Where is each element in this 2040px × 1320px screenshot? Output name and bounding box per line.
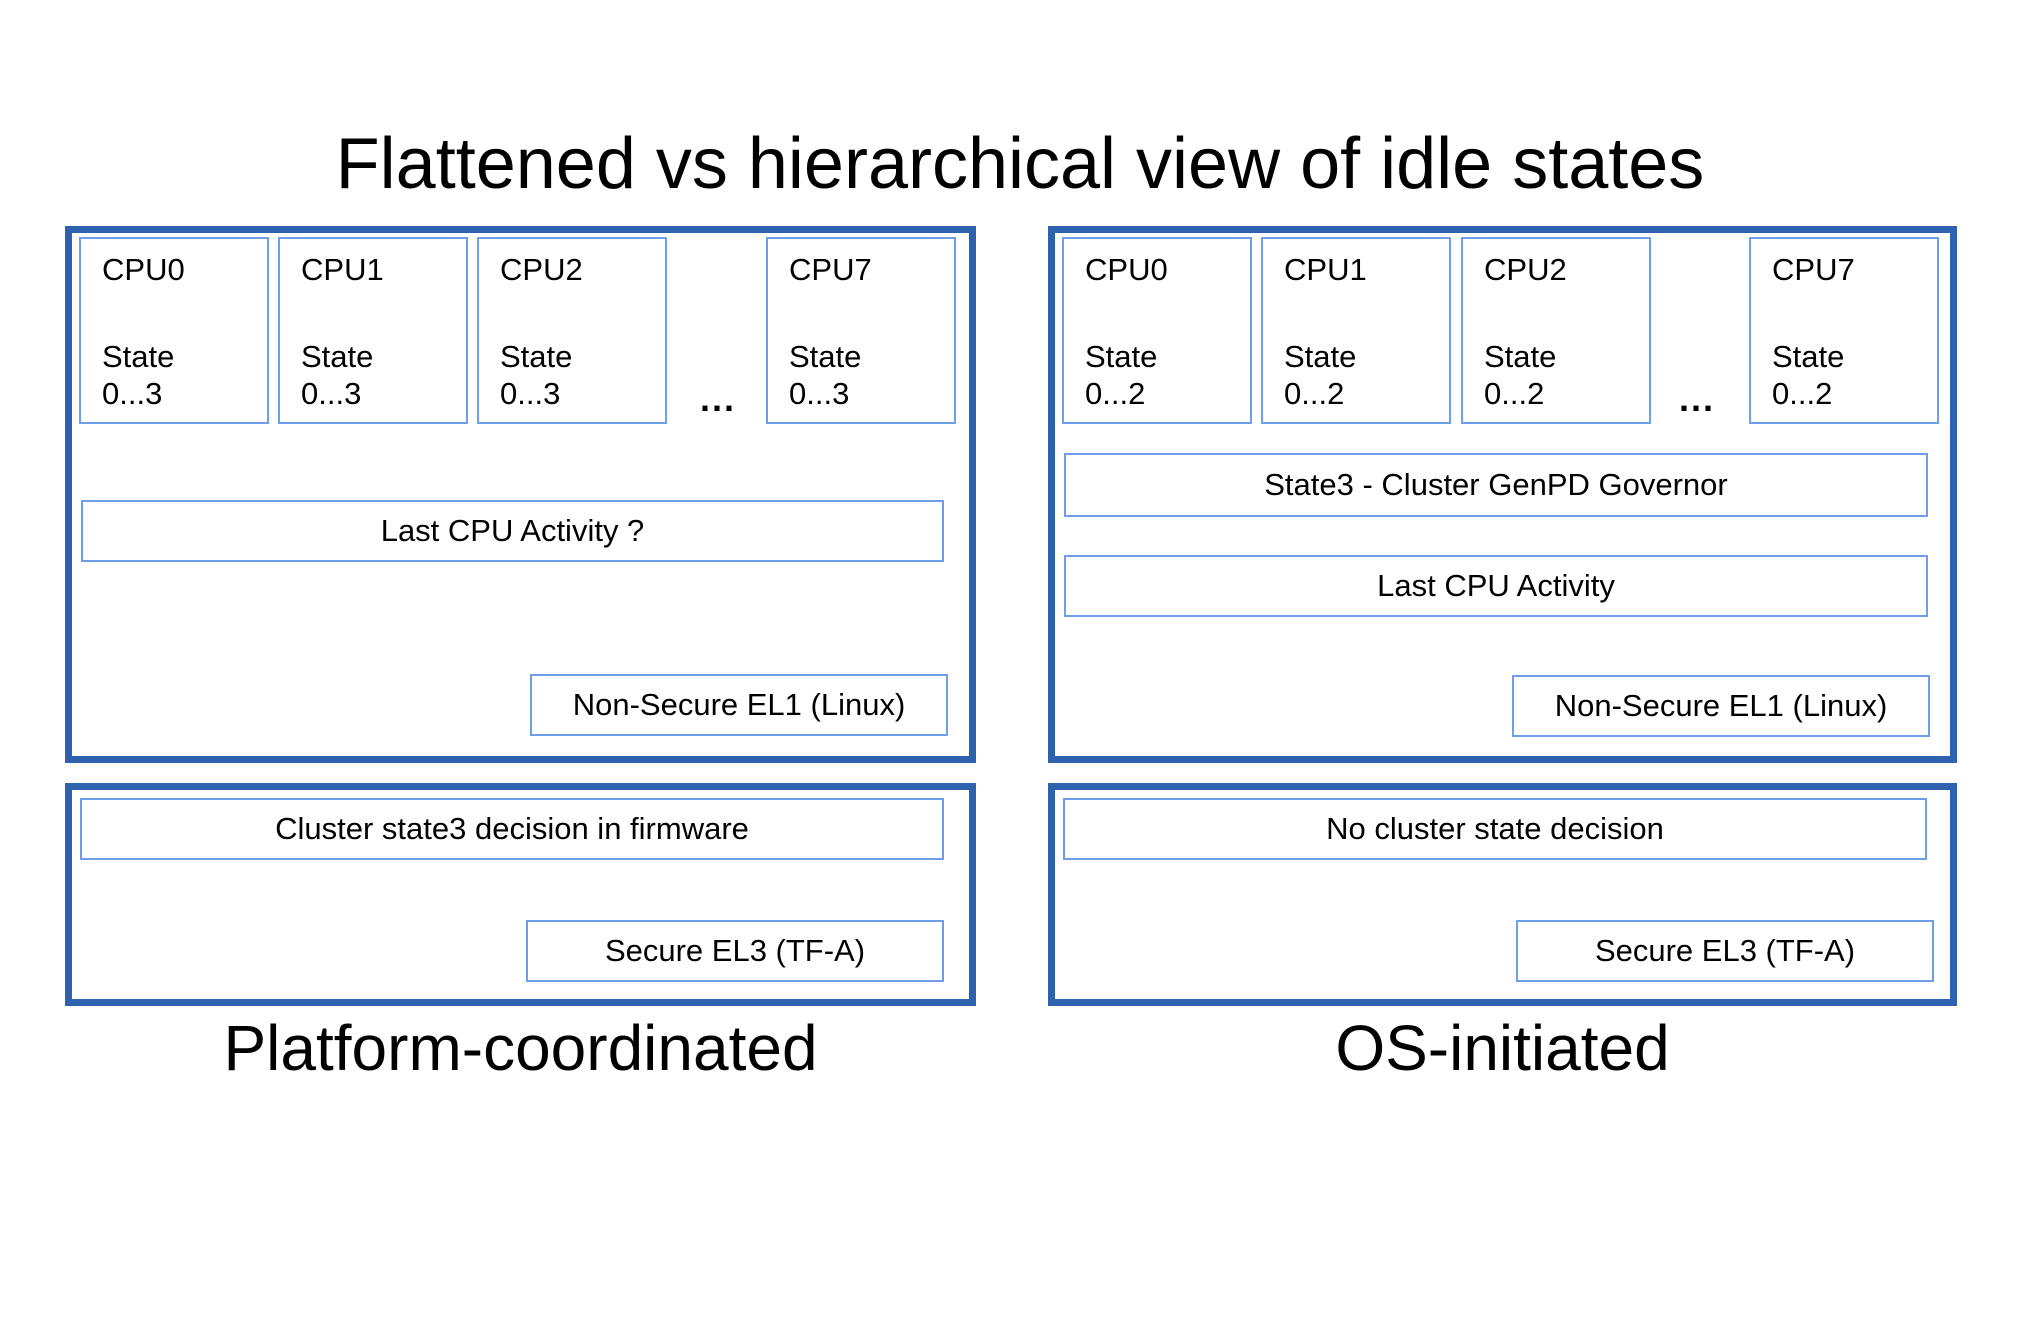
- cpu-box-cpu2: CPU2 State 0...2: [1461, 237, 1651, 424]
- cpu-state-label: State: [102, 339, 175, 374]
- cluster-decision-box: Cluster state3 decision in firmware: [80, 798, 944, 860]
- cpu-name: CPU7: [789, 252, 872, 287]
- cpu-state-label: State: [789, 339, 862, 374]
- cpu-state-range: 0...3: [301, 376, 362, 411]
- cpu-state-label: State: [1085, 339, 1158, 374]
- non-secure-el1-box: Non-Secure EL1 (Linux): [1512, 675, 1930, 737]
- cluster-genpd-governor-box: State3 - Cluster GenPD Governor: [1064, 453, 1928, 517]
- cpu-name: CPU0: [102, 252, 185, 287]
- secure-el3-box: Secure EL3 (TF-A): [1516, 920, 1934, 982]
- cpu-name: CPU1: [301, 252, 384, 287]
- cpu-box-cpu7: CPU7 State 0...3: [766, 237, 956, 424]
- cpu-name: CPU7: [1772, 252, 1855, 287]
- cpu-state-range: 0...2: [1772, 376, 1833, 411]
- cpu-state-label: State: [1772, 339, 1845, 374]
- non-secure-el1-box: Non-Secure EL1 (Linux): [530, 674, 948, 736]
- no-cluster-decision-box: No cluster state decision: [1063, 798, 1927, 860]
- cpu-state: State 0...2: [1085, 338, 1244, 412]
- cpu-state-label: State: [1484, 339, 1557, 374]
- cpu-state-label: State: [500, 339, 573, 374]
- platform-coordinated-caption: Platform-coordinated: [223, 1012, 818, 1084]
- cpu-box-cpu2: CPU2 State 0...3: [477, 237, 667, 424]
- platform-coordinated-secure-panel: Cluster state3 decision in firmware Secu…: [65, 783, 976, 1006]
- cpu-row-ellipsis: ...: [699, 378, 736, 419]
- secure-el3-box: Secure EL3 (TF-A): [526, 920, 944, 982]
- cpu-name: CPU2: [500, 252, 583, 287]
- cpu-box-cpu0: CPU0 State 0...2: [1062, 237, 1252, 424]
- cpu-box-cpu1: CPU1 State 0...3: [278, 237, 468, 424]
- cpu-name: CPU1: [1284, 252, 1367, 287]
- cpu-state-label: State: [1284, 339, 1357, 374]
- cpu-state: State 0...2: [1284, 338, 1443, 412]
- cpu-box-cpu7: CPU7 State 0...2: [1749, 237, 1939, 424]
- cpu-state-range: 0...2: [1085, 376, 1146, 411]
- cpu-state: State 0...3: [789, 338, 948, 412]
- cpu-box-cpu0: CPU0 State 0...3: [79, 237, 269, 424]
- cpu-state: State 0...2: [1772, 338, 1931, 412]
- os-initiated-secure-panel: No cluster state decision Secure EL3 (TF…: [1048, 783, 1957, 1006]
- cpu-name: CPU2: [1484, 252, 1567, 287]
- cpu-row-ellipsis: ...: [1678, 378, 1715, 419]
- cpu-state: State 0...3: [301, 338, 460, 412]
- cpu-state-range: 0...3: [789, 376, 850, 411]
- cpu-state: State 0...3: [102, 338, 261, 412]
- cpu-state-range: 0...2: [1484, 376, 1545, 411]
- platform-coordinated-nonsecure-panel: CPU0 State 0...3 CPU1 State 0...3 CPU2 S…: [65, 226, 976, 763]
- os-initiated-caption: OS-initiated: [1335, 1012, 1670, 1084]
- last-cpu-activity-box: Last CPU Activity ?: [81, 500, 944, 562]
- cpu-state: State 0...2: [1484, 338, 1643, 412]
- cpu-box-cpu1: CPU1 State 0...2: [1261, 237, 1451, 424]
- os-initiated-nonsecure-panel: CPU0 State 0...2 CPU1 State 0...2 CPU2 S…: [1048, 226, 1957, 763]
- cpu-state: State 0...3: [500, 338, 659, 412]
- cpu-state-range: 0...3: [102, 376, 163, 411]
- last-cpu-activity-box: Last CPU Activity: [1064, 555, 1928, 617]
- cpu-name: CPU0: [1085, 252, 1168, 287]
- page-title: Flattened vs hierarchical view of idle s…: [335, 124, 1705, 204]
- cpu-state-range: 0...3: [500, 376, 561, 411]
- cpu-state-range: 0...2: [1284, 376, 1345, 411]
- cpu-state-label: State: [301, 339, 374, 374]
